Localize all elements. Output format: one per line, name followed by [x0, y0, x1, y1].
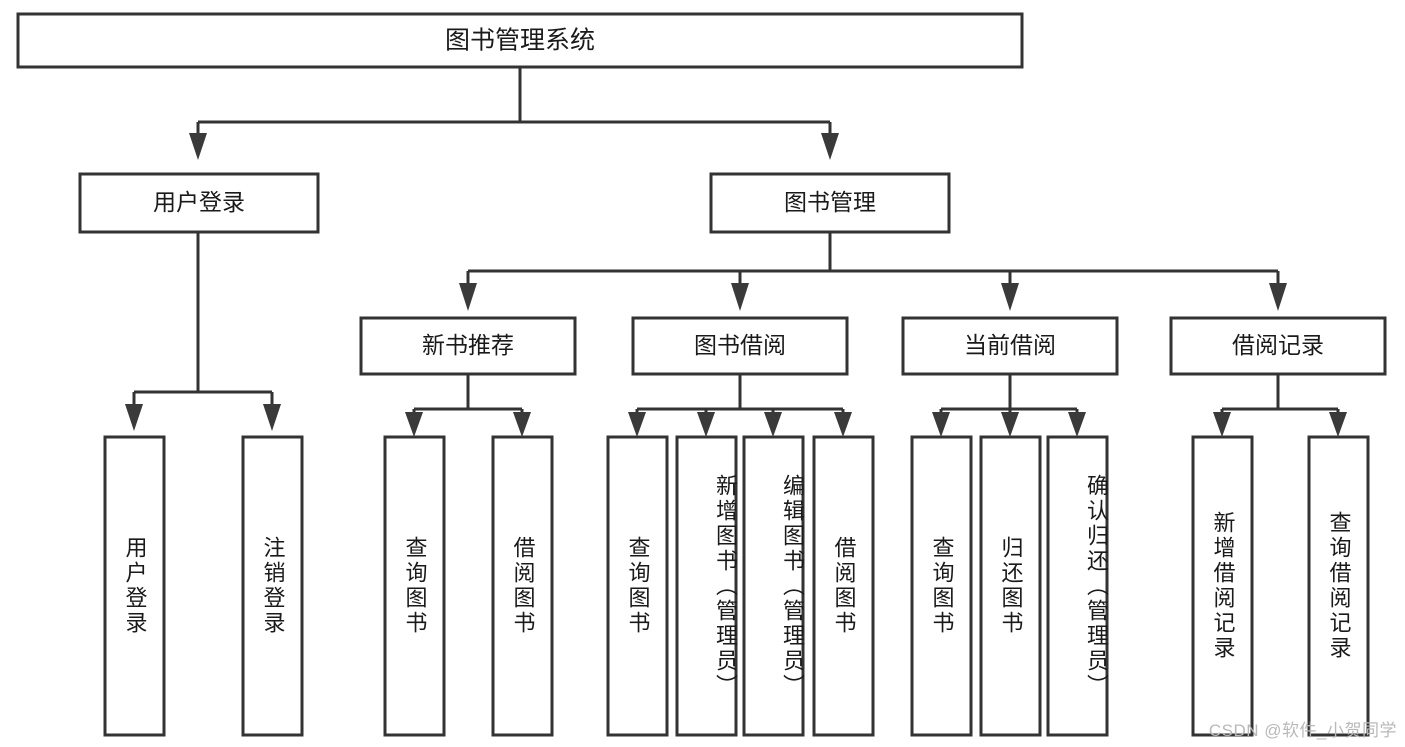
node-new-book-recommend-box[interactable] [359, 316, 577, 376]
leaf-box-query-book-3[interactable] [910, 435, 973, 737]
arrow-head-leaf-query-record [1329, 412, 1347, 437]
leaf-box-layer [103, 435, 1370, 737]
node-user-login-box[interactable] [78, 172, 320, 234]
leaf-box-return-book[interactable] [979, 435, 1042, 737]
leaf-box-add-book[interactable] [675, 435, 738, 737]
leaf-box-confirm-return[interactable] [1046, 435, 1109, 737]
arrow-head-leaf-user-login [125, 404, 143, 431]
leaf-box-query-book-1[interactable] [383, 435, 446, 737]
arrow-head-leaf-query-book-1 [405, 412, 423, 437]
leaf-box-logout-login[interactable] [241, 435, 304, 737]
arrow-head-leaf-add-record [1213, 412, 1231, 437]
csdn-watermark: CSDN @软件_小贺同学 [1208, 721, 1397, 740]
arrow-head-leaf-query-book-3 [932, 412, 950, 437]
node-new-book-recommend-label: 新书推荐 [422, 332, 514, 358]
node-borrow-record-box[interactable] [1169, 316, 1387, 376]
node-book-manage-box[interactable] [709, 172, 951, 234]
arrow-head-current-borrow [1001, 283, 1019, 311]
leaf-box-query-record[interactable] [1307, 435, 1370, 737]
connector-layer [125, 67, 1347, 437]
arrow-head-leaf-confirm-return [1068, 412, 1086, 437]
leaf-box-query-book-2[interactable] [606, 435, 669, 737]
arrow-head-leaf-borrow-book-2 [834, 412, 852, 437]
node-root-box[interactable] [16, 12, 1024, 69]
leaf-box-add-record[interactable] [1191, 435, 1254, 737]
leaf-box-borrow-book-1[interactable] [491, 435, 554, 737]
arrow-head-user-login [189, 133, 207, 160]
arrow-head-book-manage [821, 133, 839, 160]
node-borrow-record-label: 借阅记录 [1232, 332, 1324, 358]
arrow-head-new-book-recommend [459, 283, 477, 311]
node-borrow-record[interactable]: 借阅记录 [1169, 316, 1387, 376]
node-new-book-recommend[interactable]: 新书推荐 [359, 316, 577, 376]
node-user-login-label: 用户登录 [153, 189, 245, 215]
leaf-box-user-login[interactable] [103, 435, 166, 737]
node-book-borrow-label: 图书借阅 [694, 332, 786, 358]
node-current-borrow[interactable]: 当前借阅 [901, 316, 1119, 376]
node-book-manage[interactable]: 图书管理 [709, 172, 951, 234]
leaf-box-borrow-book-2[interactable] [812, 435, 875, 737]
arrow-head-borrow-record [1269, 283, 1287, 311]
node-book-borrow[interactable]: 图书借阅 [631, 316, 849, 376]
arrow-head-leaf-add-book [697, 412, 715, 437]
node-user-login[interactable]: 用户登录 [78, 172, 320, 234]
node-current-borrow-box[interactable] [901, 316, 1119, 376]
node-book-manage-label: 图书管理 [784, 189, 876, 215]
arrow-head-leaf-borrow-book-1 [513, 412, 531, 437]
arrow-head-leaf-logout-login [263, 404, 281, 431]
node-root-label: 图书管理系统 [445, 27, 595, 55]
node-current-borrow-label: 当前借阅 [964, 332, 1056, 358]
node-root[interactable]: 图书管理系统 [16, 12, 1024, 69]
arrow-head-leaf-edit-book [764, 412, 782, 437]
arrow-head-book-borrow [731, 283, 749, 311]
leaf-box-edit-book[interactable] [742, 435, 805, 737]
node-book-borrow-box[interactable] [631, 316, 849, 376]
arrow-head-leaf-query-book-2 [628, 412, 646, 437]
arrow-head-leaf-return-book [1001, 412, 1019, 437]
